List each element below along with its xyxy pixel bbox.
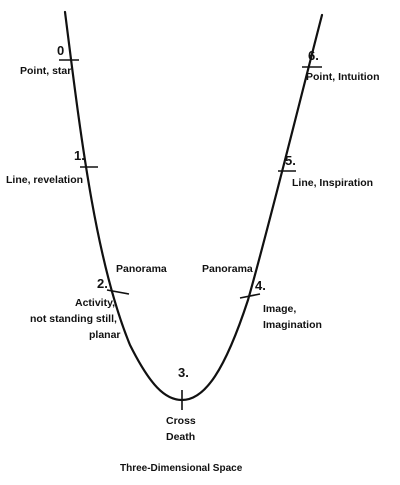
tick-2: [106, 289, 130, 295]
stage-0-label: Point, star: [20, 65, 71, 77]
stage-2-label-line-3: planar: [89, 329, 121, 341]
stage-6-label: Point, Intuition: [306, 71, 379, 83]
stage-6-number: 6.: [308, 48, 319, 63]
tick-4: [239, 293, 261, 299]
stage-4-number: 4.: [255, 278, 266, 293]
u-curve: [63, 10, 324, 402]
stage-5-label: Line, Inspiration: [292, 177, 373, 189]
stage-2-label-line-2: not standing still,: [30, 313, 117, 325]
stage-3-number: 3.: [178, 365, 189, 380]
stage-5-number: 5.: [285, 153, 296, 168]
stage-3-label-line-2: Death: [166, 431, 195, 443]
stage-1-number: 1.: [74, 148, 85, 163]
diagram-caption: Three-Dimensional Space: [120, 463, 243, 474]
stage-4-label-line-2: Imagination: [263, 319, 322, 331]
stage-4-side-label: Panorama: [202, 263, 253, 275]
stage-3-label-line-1: Cross: [166, 415, 196, 427]
stage-2-side-label: Panorama: [116, 263, 167, 275]
stage-1-label: Line, revelation: [6, 174, 83, 186]
stage-0-number: 0: [57, 43, 64, 58]
stage-4-label-line-1: Image,: [263, 303, 296, 315]
stage-2-label-line-1: Activity,: [75, 297, 115, 309]
stage-2-number: 2.: [97, 276, 108, 291]
